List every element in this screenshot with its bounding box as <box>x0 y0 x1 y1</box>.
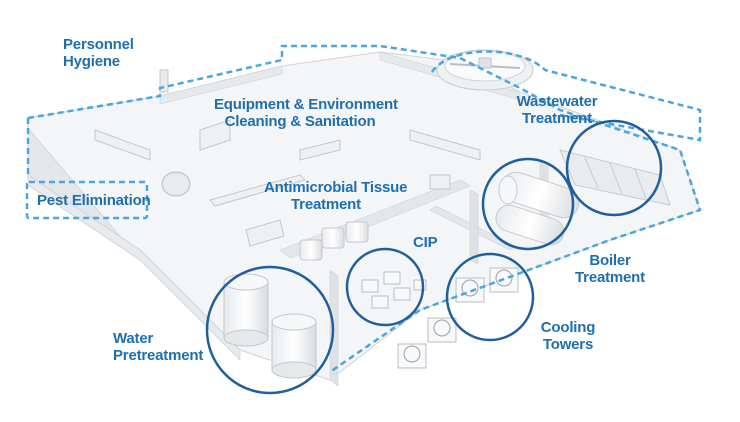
ring-water-pretreatment <box>205 265 335 395</box>
label-pest-elimination: Pest Elimination <box>37 192 151 209</box>
clarifier-tank <box>436 49 534 91</box>
wastewater-dashed-outline <box>430 50 702 142</box>
label-line: Boiler <box>589 252 631 269</box>
facility-dashed-outline <box>27 44 702 374</box>
label-line: Treatment <box>291 196 361 213</box>
label-line: Treatment <box>522 110 592 127</box>
boiler-units <box>495 171 580 246</box>
label-line: Cleaning & Sanitation <box>224 113 376 130</box>
label-antimicrobial-tissue: Antimicrobial Tissue Treatment <box>264 179 408 213</box>
wastewater-basin <box>559 149 671 206</box>
label-line: Equipment & Environment <box>214 96 398 113</box>
pest-elimination-box <box>25 180 149 220</box>
label-line: Hygiene <box>63 53 120 70</box>
cip-skid <box>361 271 427 309</box>
ring-cooling-towers <box>445 252 535 342</box>
label-personnel-hygiene: Personnel Hygiene <box>63 36 134 70</box>
ring-cip <box>345 247 425 327</box>
label-wastewater: Wastewater Treatment <box>514 93 600 127</box>
cooling-tower-units <box>397 267 519 369</box>
label-water-pretreatment: Water Pretreatment <box>113 330 203 364</box>
processing-equipment <box>94 69 481 261</box>
label-line: Towers <box>542 336 594 353</box>
label-cooling-towers: Cooling Towers <box>536 319 600 353</box>
label-line: Personnel <box>63 36 134 53</box>
label-line: Treatment <box>575 269 645 286</box>
ring-boiler <box>481 157 575 251</box>
label-line: Wastewater <box>516 93 598 110</box>
pretreatment-tanks <box>223 273 317 379</box>
highlight-rings <box>205 119 663 395</box>
dashed-region-outlines <box>25 44 702 374</box>
label-boiler-treatment: Boiler Treatment <box>568 252 652 286</box>
label-line: Cooling <box>540 319 596 336</box>
label-line: Water <box>113 330 154 347</box>
label-line: Pretreatment <box>113 347 204 364</box>
label-line: Antimicrobial Tissue <box>264 179 408 196</box>
ring-wastewater <box>565 119 663 217</box>
label-equipment-cleaning: Equipment & Environment Cleaning & Sanit… <box>214 96 398 130</box>
label-cip: CIP <box>413 234 438 251</box>
